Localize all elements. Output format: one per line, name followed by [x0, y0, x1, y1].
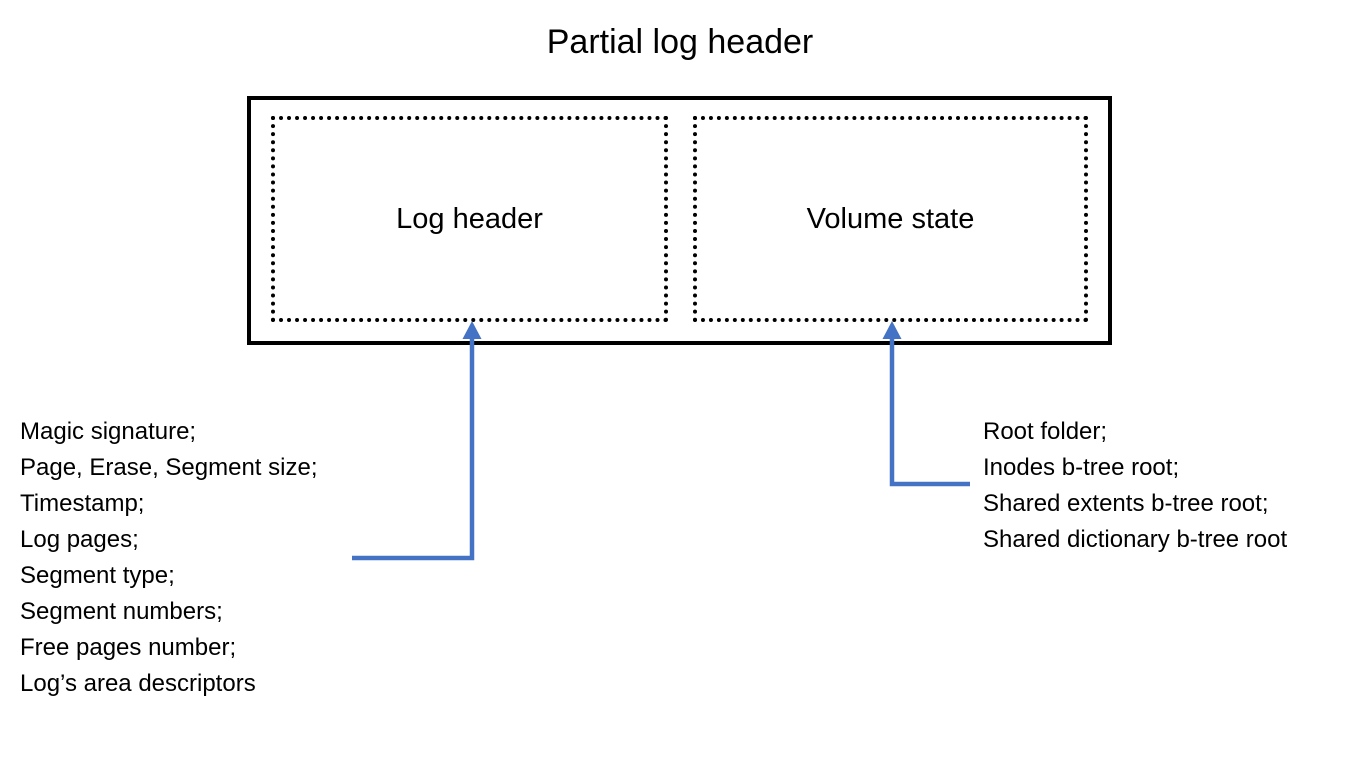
volume-state-annotation-list: Root folder; Inodes b-tree root; Shared … [983, 414, 1287, 558]
annotation-line: Shared dictionary b-tree root [983, 526, 1288, 553]
diagram-title: Partial log header [546, 23, 814, 61]
log-header-annotation-list: Magic signature; Page, Erase, Segment si… [20, 414, 318, 702]
volume-state-box: Volume state [693, 116, 1088, 322]
log-header-box: Log header [271, 116, 668, 322]
annotation-line: Segment numbers; [20, 598, 223, 625]
annotation-line: Segment type; [20, 562, 175, 589]
annotation-line: Shared extents b-tree root; [983, 490, 1269, 517]
log-header-box-label: Log header [396, 202, 543, 235]
annotation-line: Log’s area descriptors [20, 670, 256, 697]
arrow-to-volume-state-line [889, 337, 970, 487]
annotation-line: Free pages number; [20, 634, 237, 661]
arrow-to-log-header [352, 321, 482, 561]
annotation-line: Timestamp; [20, 490, 145, 517]
annotation-line: Magic signature; [20, 418, 197, 445]
arrow-to-log-header-line [352, 337, 475, 561]
annotation-line: Page, Erase, Segment size; [20, 454, 318, 481]
annotation-line: Root folder; [983, 418, 1108, 445]
annotation-line: Inodes b-tree root; [983, 454, 1180, 481]
annotation-line: Log pages; [20, 526, 139, 553]
volume-state-box-label: Volume state [806, 202, 975, 235]
arrow-to-volume-state [882, 321, 970, 487]
